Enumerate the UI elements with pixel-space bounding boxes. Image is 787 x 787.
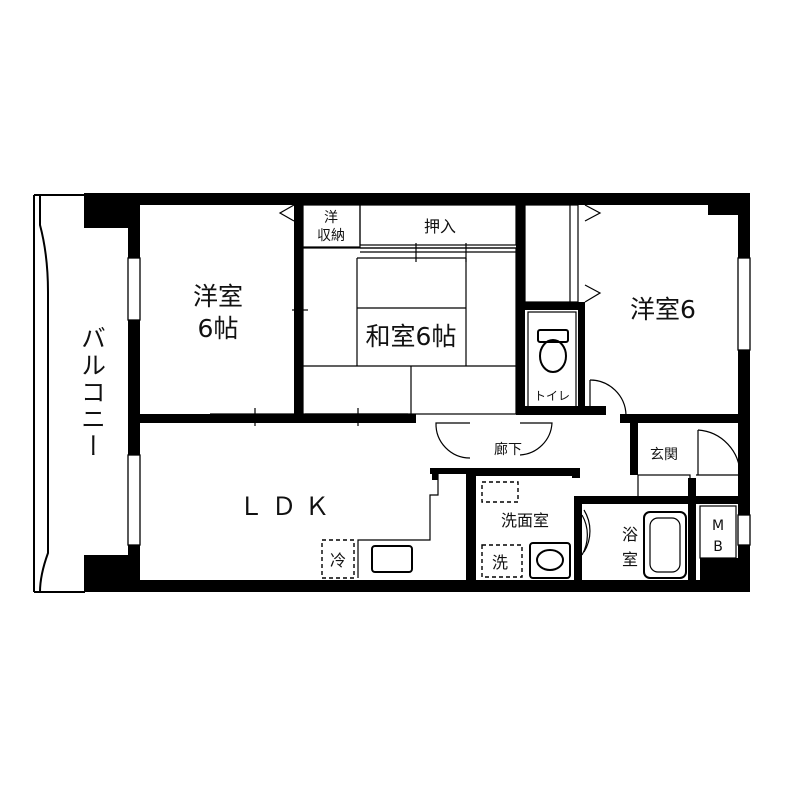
windows bbox=[127, 257, 751, 546]
bathroom-label-1: 浴 bbox=[622, 525, 638, 544]
toilet-fixture bbox=[527, 311, 627, 416]
western-closet bbox=[278, 204, 361, 248]
washroom-fixtures bbox=[481, 481, 588, 579]
bathroom-label-2: 室 bbox=[622, 550, 638, 569]
window-left-upper bbox=[127, 257, 141, 321]
western-room-left-size: 6帖 bbox=[198, 314, 239, 343]
washer-label: 洗 bbox=[492, 553, 508, 572]
right-closet bbox=[524, 204, 602, 303]
western-room-left-name: 洋室 bbox=[193, 282, 243, 311]
meter-box-label-2: B bbox=[713, 539, 723, 555]
japanese-room-label: 和室6帖 bbox=[366, 322, 457, 351]
meter-box-label-1: M bbox=[712, 518, 724, 534]
washroom-label: 洗面室 bbox=[501, 511, 549, 530]
entrance-label: 玄関 bbox=[650, 446, 678, 463]
western-closet-label-1: 洋 bbox=[324, 210, 338, 226]
meter-box bbox=[699, 505, 737, 559]
window-right bbox=[737, 257, 751, 351]
western-closet-label-2: 収納 bbox=[317, 228, 345, 244]
ldk-label: ＬＤＫ bbox=[238, 492, 337, 521]
hallway-doors bbox=[435, 422, 741, 498]
toilet-label: トイレ bbox=[534, 389, 570, 403]
fridge-label: 冷 bbox=[330, 551, 346, 570]
balcony-label: バルコニー bbox=[78, 325, 107, 460]
western-room-right-label: 洋室6 bbox=[630, 295, 696, 324]
balcony bbox=[33, 194, 85, 593]
sliding-doors bbox=[168, 258, 408, 426]
bathtub bbox=[583, 509, 687, 579]
hallway-label: 廊下 bbox=[494, 441, 522, 458]
window-left-lower bbox=[127, 454, 141, 546]
kitchen-counter bbox=[321, 474, 439, 579]
window-mb bbox=[737, 514, 751, 546]
oshiire-label: 押入 bbox=[424, 217, 456, 236]
tatami-layout bbox=[302, 204, 517, 415]
